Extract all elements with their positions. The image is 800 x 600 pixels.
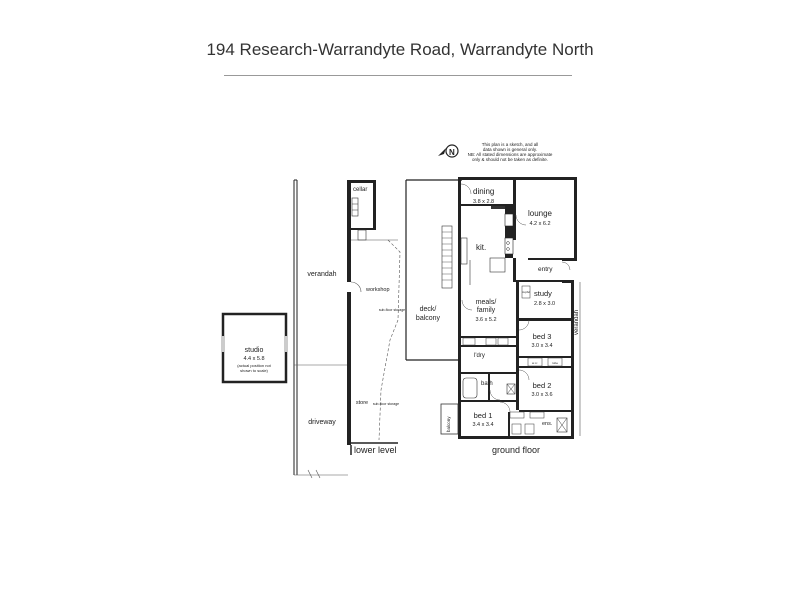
bed2-size: 3.0 x 3.6 — [531, 392, 552, 398]
north-compass-icon: N — [438, 144, 459, 158]
bed3-label: bed 3 — [533, 332, 552, 341]
studio-note-1: (actual position not — [237, 363, 271, 368]
ground-floor-plan: dining 3.8 x 2.8 lounge 4.2 x 6.2 kit. e… — [405, 177, 581, 455]
sub-floor-note-2: sub-floor storage — [373, 402, 399, 406]
store-label: store — [356, 400, 368, 406]
title-divider — [224, 75, 572, 76]
disclaimer-line-2: data shown is general only. — [483, 147, 537, 152]
stairs — [441, 225, 453, 289]
disclaimer-text: This plan is a sketch, and all data show… — [468, 142, 553, 162]
deck-label-1: deck/ — [420, 306, 437, 313]
robe-label: robe — [552, 361, 558, 365]
studio-label: studio — [245, 347, 264, 354]
bed1-size: 3.4 x 3.4 — [472, 422, 493, 428]
meals-size: 3.6 x 5.2 — [475, 317, 496, 323]
page-title: 194 Research-Warrandyte Road, Warrandyte… — [206, 40, 594, 59]
lower-level-caption: lower level — [354, 445, 397, 455]
disclaimer-line-4: only & should not be taken as definite. — [472, 157, 548, 162]
entry-label: entry — [538, 266, 553, 273]
verandah-side-label: verandah — [574, 310, 580, 335]
study-label: study — [534, 289, 552, 298]
cupboard-label: cupbd — [522, 290, 531, 294]
laundry-label: l'dry — [474, 353, 485, 359]
bed1-label: bed 1 — [474, 411, 493, 420]
deck-label-2: balcony — [416, 315, 441, 322]
lounge-label: lounge — [528, 209, 553, 218]
studio-size: 4.4 x 5.8 — [243, 356, 264, 362]
dining-label: dining — [473, 187, 494, 196]
dining-size: 3.8 x 2.8 — [473, 199, 494, 205]
bed3-size: 3.0 x 3.4 — [531, 343, 552, 349]
ground-floor-caption: ground floor — [492, 445, 540, 455]
balcony-small-label: balcony — [446, 416, 451, 432]
lower-level-plan: cellar verandah workshop store driveway … — [293, 179, 405, 479]
kitchen-label: kit. — [476, 243, 486, 252]
meals-label-2: family — [477, 307, 496, 314]
bath-label: bath — [481, 381, 493, 387]
wir-label: w.i.r. — [532, 361, 538, 365]
svg-text:N: N — [449, 148, 455, 157]
studio-note-2: shown to scale) — [240, 368, 268, 373]
ensuite-label: ens. — [542, 421, 553, 427]
lounge-size: 4.2 x 6.2 — [529, 221, 550, 227]
disclaimer-line-1: This plan is a sketch, and all — [482, 142, 539, 147]
verandah-lower-label: verandah — [307, 271, 336, 278]
study-size: 2.8 x 3.0 — [534, 301, 555, 307]
driveway-label: driveway — [308, 419, 336, 426]
disclaimer-line-3: NB: All stated dimensions are approximat… — [468, 152, 553, 157]
sub-floor-note-1: sub-floor storage — [379, 308, 405, 312]
bed2-label: bed 2 — [533, 381, 552, 390]
cellar-label: cellar — [353, 187, 367, 193]
meals-label-1: meals/ — [476, 299, 497, 306]
studio-building: studio 4.4 x 5.8 (actual position not sh… — [221, 312, 288, 384]
workshop-label: workshop — [365, 287, 390, 293]
